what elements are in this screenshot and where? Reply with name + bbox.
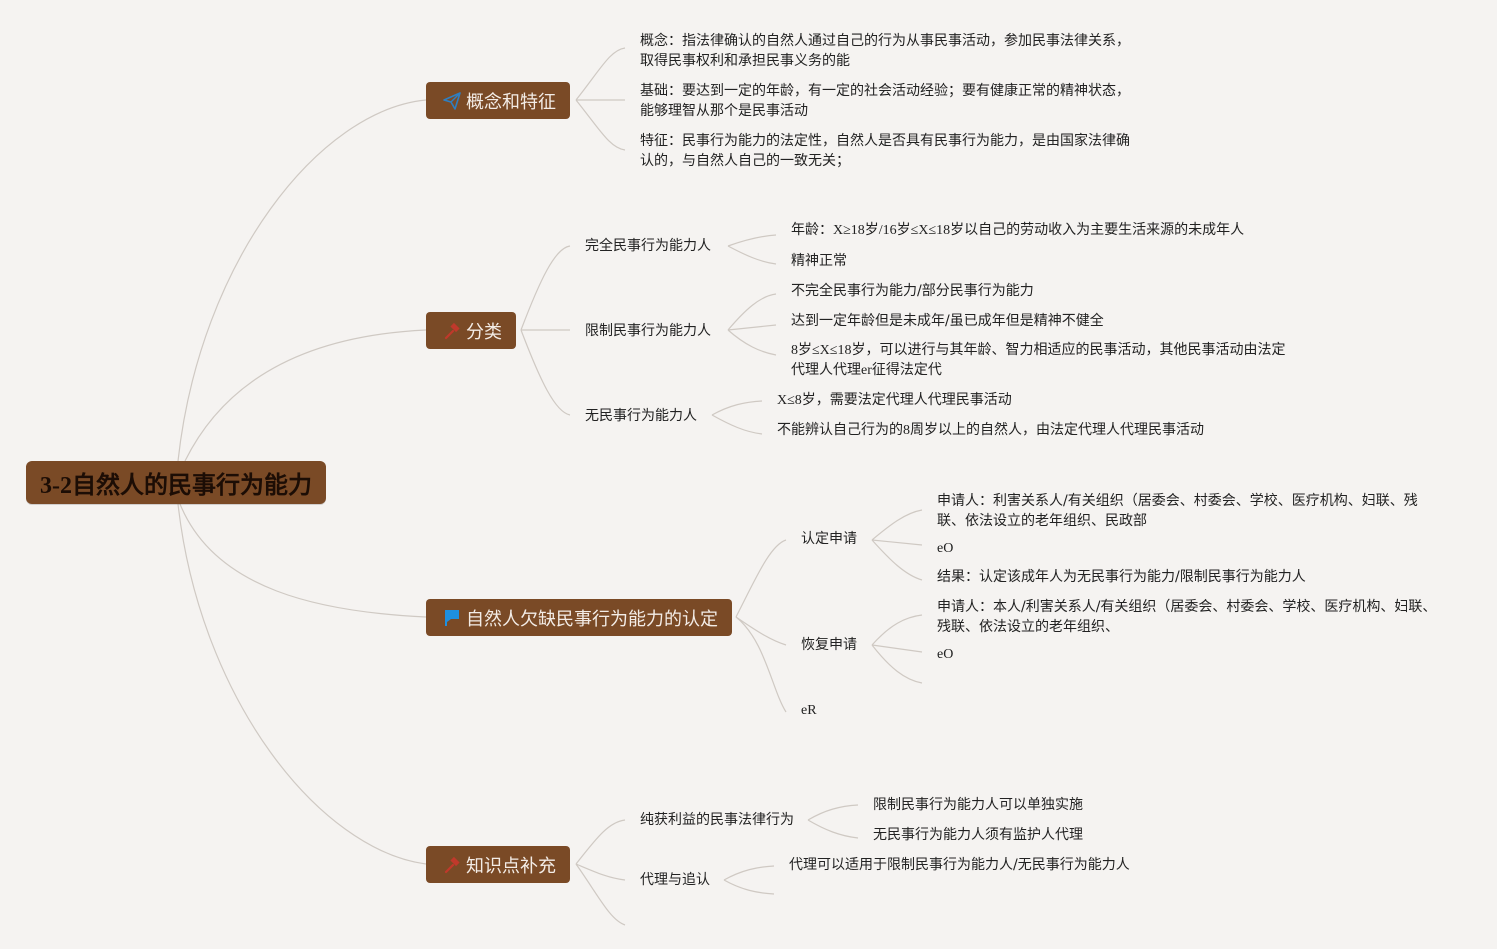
determination-er: eR [801, 703, 817, 718]
hammer-icon [442, 321, 462, 341]
no-capacity-label[interactable]: 无民事行为能力人 [585, 408, 697, 424]
restore-label[interactable]: 恢复申请 [801, 637, 857, 653]
pure-benefit-item-2: 无民事行为能力人须有监护人代理 [873, 827, 1083, 843]
no-capacity-item-2: 不能辨认自己行为的8周岁以上的自然人，由法定代理人代理民事活动 [777, 423, 1204, 438]
full-capacity-label[interactable]: 完全民事行为能力人 [585, 238, 711, 254]
pure-benefit-item-1: 限制民事行为能力人可以单独实施 [873, 797, 1083, 813]
root-title: 3-2自然人的民事行为能力 [40, 473, 312, 499]
limited-capacity-label[interactable]: 限制民事行为能力人 [585, 323, 711, 339]
branch-concept[interactable]: 概念和特征 [426, 82, 570, 119]
no-capacity-item-1: X≤8岁，需要法定代理人代理民事活动 [777, 393, 1012, 408]
branch-concept-title: 概念和特征 [466, 91, 556, 113]
hammer-icon [442, 855, 462, 875]
restore-applicant: 申请人：本人/利害关系人/有关组织（居委会、村委会、学校、医疗机构、妇联、残联、… [937, 599, 1437, 635]
branch-supplement[interactable]: 知识点补充 [426, 846, 570, 883]
limited-capacity-item-1: 不完全民事行为能力/部分民事行为能力 [791, 283, 1034, 299]
branch-determination-title: 自然人欠缺民事行为能力的认定 [466, 608, 718, 630]
limited-capacity-item-3: 8岁≤X≤18岁，可以进行与其年龄、智力相适应的民事活动，其他民事活动由法定代理… [791, 343, 1286, 378]
root-node[interactable]: 3-2自然人的民事行为能力 [26, 461, 326, 504]
pure-benefit-label[interactable]: 纯获利益的民事法律行为 [640, 812, 794, 828]
full-capacity-mental: 精神正常 [791, 253, 847, 269]
apply-result: 结果：认定该成年人为无民事行为能力/限制民事行为能力人 [937, 569, 1306, 585]
concept-item-basis: 基础：要达到一定的年龄，有一定的社会活动经验；要有健康正常的精神状态，能够理智从… [640, 83, 1130, 119]
flag-icon [442, 608, 462, 628]
agency-label[interactable]: 代理与追认 [640, 872, 710, 888]
branch-supplement-title: 知识点补充 [466, 855, 556, 877]
concept-item-definition: 概念：指法律确认的自然人通过自己的行为从事民事活动，参加民事法律关系，取得民事权… [640, 33, 1130, 69]
limited-capacity-item-2: 达到一定年龄但是未成年/虽已成年但是精神不健全 [791, 313, 1104, 329]
paper-plane-icon [442, 91, 462, 111]
concept-item-feature: 特征：民事行为能力的法定性，自然人是否具有民事行为能力，是由国家法律确认的，与自… [640, 133, 1130, 169]
full-capacity-age: 年龄：X≥18岁/16岁≤X≤18岁以自己的劳动收入为主要生活来源的未成年人 [791, 223, 1245, 238]
branch-classification-title: 分类 [466, 321, 502, 343]
apply-label[interactable]: 认定申请 [801, 531, 857, 547]
branch-determination[interactable]: 自然人欠缺民事行为能力的认定 [426, 599, 732, 636]
apply-applicant: 申请人：利害关系人/有关组织（居委会、村委会、学校、医疗机构、妇联、残联、依法设… [937, 493, 1418, 529]
branch-classification[interactable]: 分类 [426, 312, 516, 349]
agency-item-1: 代理可以适用于限制民事行为能力人/无民事行为能力人 [789, 857, 1130, 873]
apply-eo: eO [937, 541, 954, 556]
restore-eo: eO [937, 647, 954, 662]
